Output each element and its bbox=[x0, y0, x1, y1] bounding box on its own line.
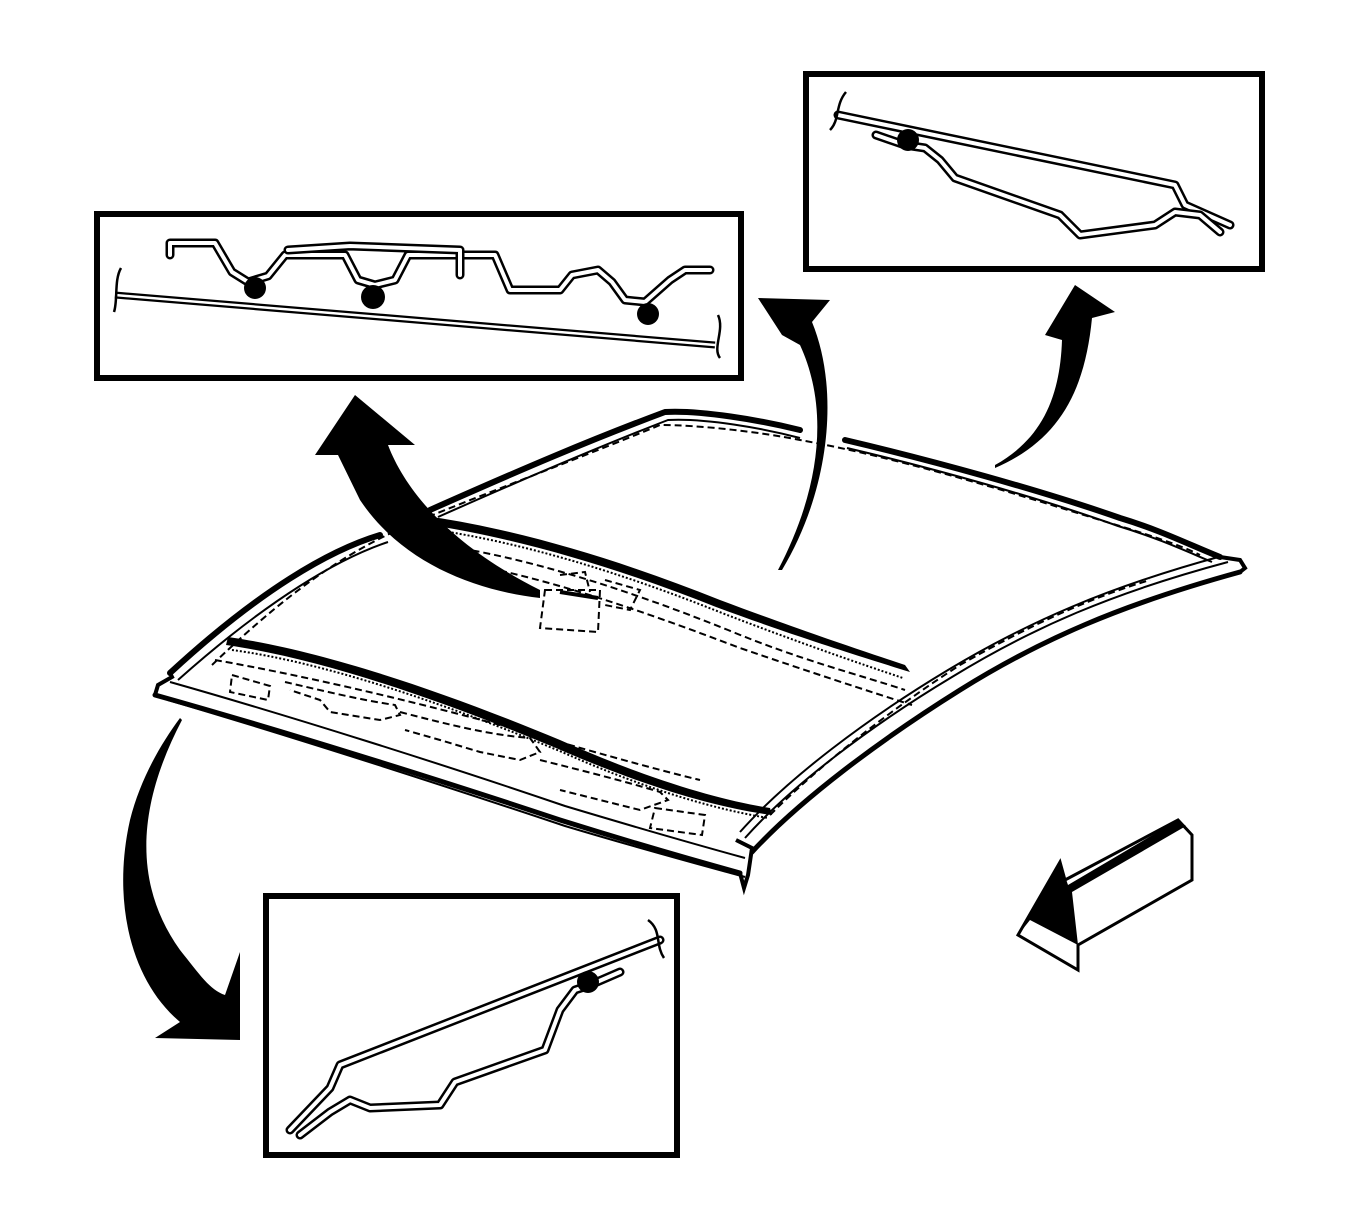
front-rail-dashed-5 bbox=[648, 806, 707, 837]
side-rail-inner bbox=[739, 555, 1223, 833]
front-rail-outer bbox=[152, 692, 743, 876]
direction-arrow-shade bbox=[1018, 820, 1186, 945]
side-rail-outer bbox=[749, 569, 1243, 855]
rear-corner-cap bbox=[1219, 555, 1248, 574]
side-rail-mid bbox=[744, 561, 1229, 839]
skin-end-left bbox=[829, 91, 847, 131]
middle-bow bbox=[430, 517, 910, 672]
front-rail-left-cap bbox=[153, 672, 175, 696]
front-direction-arrow-icon bbox=[1015, 818, 1194, 973]
front-bow-texture bbox=[231, 649, 769, 819]
middle-bow-dashed-2 bbox=[445, 559, 913, 706]
front-header-bow bbox=[226, 637, 772, 815]
skin-end-left bbox=[112, 267, 123, 313]
front-rail-inner bbox=[167, 699, 746, 878]
middle-bow-texture bbox=[435, 529, 904, 679]
detail-box-top-right bbox=[803, 71, 1265, 272]
middle-bow-dashed bbox=[439, 544, 906, 691]
rail-profile-inner bbox=[874, 133, 1222, 237]
center-bracket bbox=[538, 570, 642, 634]
callout-arrows bbox=[123, 285, 1115, 1040]
weld-point-icon bbox=[897, 129, 919, 151]
front-rail-dashed-3 bbox=[399, 711, 542, 762]
roof-dashed-outline bbox=[211, 423, 1201, 666]
curved-callout-arrow-icon bbox=[123, 718, 240, 1040]
front-rail-dashed-1 bbox=[228, 673, 272, 702]
roof-panel bbox=[152, 408, 1248, 896]
roof-skin-section-inner bbox=[114, 293, 716, 347]
weld-point-icon bbox=[637, 303, 659, 325]
roof-skin-section-inner bbox=[288, 938, 662, 1132]
skin-end-right bbox=[716, 314, 722, 359]
roof-inner-edge bbox=[177, 418, 1213, 681]
roof-outline bbox=[167, 408, 1223, 676]
curved-callout-arrow-icon bbox=[758, 298, 830, 570]
detail-box-top-left bbox=[94, 211, 744, 381]
weld-point-icon bbox=[361, 285, 385, 309]
front-rail-right-cap bbox=[735, 838, 755, 896]
weld-point-icon bbox=[244, 277, 266, 299]
front-rail-mid bbox=[169, 681, 746, 859]
curved-callout-arrow-icon bbox=[315, 395, 540, 598]
skin-end-right bbox=[647, 918, 666, 959]
front-rail-dashed-6 bbox=[214, 659, 701, 781]
weld-point-icon bbox=[577, 971, 599, 993]
curved-callout-arrow-icon bbox=[995, 285, 1115, 468]
front-rail-dashed-2 bbox=[284, 681, 402, 722]
center-bracket-solid bbox=[559, 590, 599, 600]
front-rail-dashed-4 bbox=[539, 759, 670, 812]
roof-skin-section-inner bbox=[836, 113, 1232, 227]
bow-profile-inner bbox=[168, 241, 712, 304]
side-rail-dashed bbox=[769, 579, 1151, 816]
detail-box-bottom bbox=[263, 893, 680, 1158]
detail-box-frame bbox=[803, 71, 1265, 272]
bow-upper-flange-inner bbox=[286, 244, 462, 277]
